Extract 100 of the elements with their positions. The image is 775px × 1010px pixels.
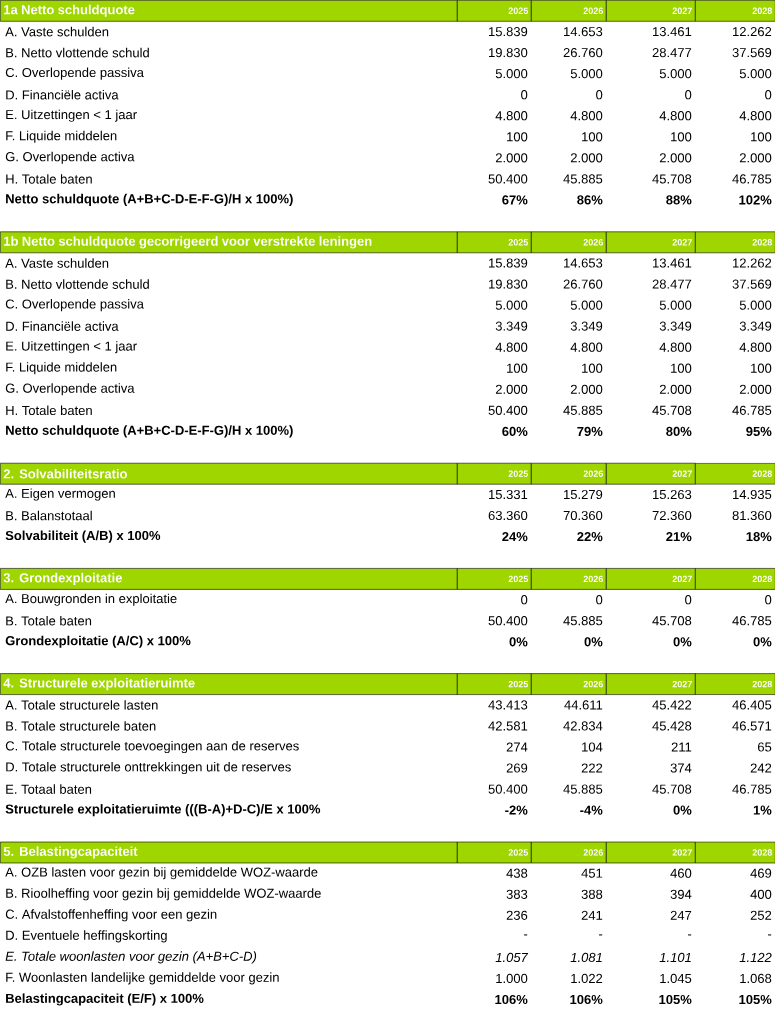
row-label: A. OZB lasten voor gezin bij gemiddelde WOZ-waarde [5,867,318,880]
number-value: 5.000 [739,300,772,310]
number-value: - [768,934,772,936]
number-value: 37.569 [732,48,772,58]
number-value: 100 [671,363,692,373]
year-header: 2025 [457,462,532,485]
total-label: Grondexploitatie (A/C) x 100% [5,635,191,648]
number-value: 4.800 [570,111,603,121]
number-value: 3.349 [570,321,603,331]
year-header: 2026 [531,673,607,695]
row-label: B. Netto vlottende schuld [6,47,149,58]
row-label: E. Totale woonlasten voor gezin (A+B+C-D) [5,951,257,964]
number-value: 383 [506,889,528,899]
percentage-value: 106% [570,994,603,1005]
number-value: 3.349 [739,321,772,331]
number-value: 1.081 [570,952,602,962]
number-value: 14.653 [564,258,603,268]
year-header: 2027 [606,673,696,695]
percentage-value: 0% [753,637,772,647]
number-value: 100 [751,363,772,373]
number-value: 1.045 [660,973,692,983]
number-value: 81.360 [732,510,772,521]
year-header: 2027 [606,462,696,485]
row-label: F. Woonlasten landelijke gemiddelde voor gezin [6,972,279,985]
number-value: 374 [670,763,692,773]
number-value: 46.785 [732,174,772,184]
number-value: 5.000 [659,300,692,310]
number-value: 100 [671,132,692,142]
percentage-value: 106% [495,994,528,1005]
number-value: 0 [521,595,528,605]
number-value: 72.360 [652,510,692,521]
number-value: 15.279 [564,489,603,500]
year-header: 2026 [531,231,607,254]
number-value: 45.708 [652,784,692,794]
number-value: 46.785 [732,405,772,415]
number-value: 26.760 [563,48,603,58]
row-label: B. Totale structurele baten [6,721,156,731]
number-value: 100 [582,132,603,142]
year-header: 2028 [695,0,775,22]
number-value: 2.000 [570,384,603,394]
number-value: 65 [758,742,772,752]
row-label: A. Bouwgronden in exploitatie [5,593,177,606]
number-value: 469 [750,868,772,878]
row-label: E. Uitzettingen < 1 jaar [6,109,137,122]
row-label: B. Balanstotaal [6,510,92,521]
number-value: 45.422 [652,700,692,710]
number-value: 46.405 [732,700,772,710]
number-value: 0 [596,90,603,100]
total-label: Netto schuldquote (A+B+C-D-E-F-G)/H x 100%) [6,425,293,438]
number-value: 100 [507,363,528,373]
number-value: 100 [507,132,528,142]
year-header: 2025 [457,673,532,695]
row-label: F. Liquide middelen [6,362,117,375]
percentage-value: 105% [739,994,772,1005]
number-value: 45.885 [563,174,603,184]
number-value: 1.000 [496,973,528,983]
number-value: 12.262 [733,27,772,37]
number-value: 5.000 [570,300,603,310]
number-value: 4.800 [659,342,692,352]
number-value: 19.830 [489,48,528,58]
number-value: 4.800 [739,111,772,121]
number-value: 26.760 [563,279,603,289]
percentage-value: 18% [746,532,772,542]
row-label: H. Totale baten [6,405,92,416]
number-value: 12.262 [733,258,772,268]
number-value: 15.839 [489,258,528,268]
year-header: 2028 [695,568,775,590]
number-value: 15.263 [653,489,692,500]
percentage-value: 80% [666,426,692,436]
number-value: 50.400 [488,616,528,626]
number-value: 45.428 [652,721,692,731]
number-value: 104 [582,742,603,752]
number-value: 42.581 [488,721,528,731]
number-value: 28.477 [652,48,692,58]
number-value: 46.785 [732,616,772,626]
percentage-value: 0% [509,637,528,647]
percentage-value: 24% [502,532,528,542]
number-value: 63.360 [488,510,528,521]
row-label: B. Rioolheffing voor gezin bij gemiddelde WOZ-waarde [6,888,321,901]
year-header: 2026 [531,841,607,864]
year-header: 2027 [606,0,696,22]
number-value: 45.708 [652,174,692,184]
row-label: D. Financiële activa [6,321,119,331]
number-value: 0 [521,90,528,100]
year-header: 2027 [606,231,696,254]
number-value: 4.800 [739,342,772,352]
year-header: 2025 [457,568,532,590]
number-value: 1.057 [495,952,529,962]
number-value: 15.331 [489,489,528,500]
number-value: 0 [685,90,692,100]
row-label: C. Afvalstoffenheffing voor een gezin [5,909,217,922]
year-header: 2026 [531,0,607,22]
row-label: D. Totale structurele onttrekkingen uit de reserves [6,761,291,775]
number-value: 45.885 [563,784,603,794]
number-value: 45.885 [563,616,603,626]
year-header: 2027 [606,841,696,864]
number-value: 50.400 [488,174,528,184]
number-value: 394 [670,889,692,899]
percentage-value: 22% [577,532,603,542]
number-value: 5.000 [659,69,692,79]
